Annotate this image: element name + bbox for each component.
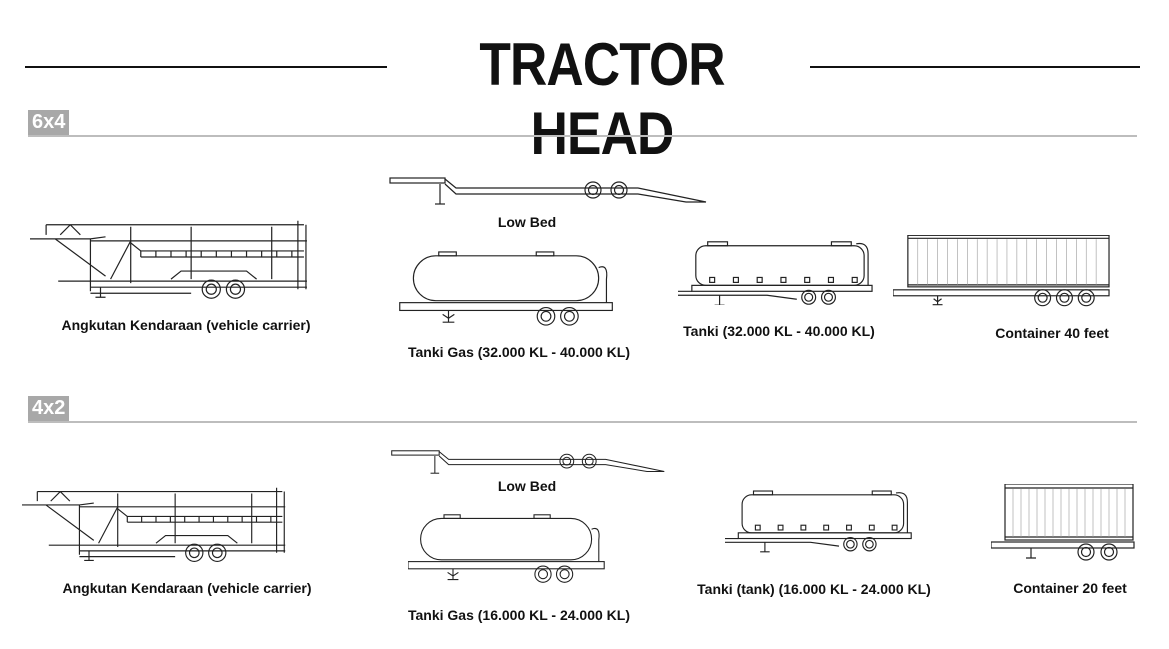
item-label: Tanki Gas (16.000 KL - 24.000 KL)	[407, 607, 631, 623]
item-label: Angkutan Kendaraan (vehicle carrier)	[62, 580, 312, 596]
item-label: Tanki (32.000 KL - 40.000 KL)	[683, 323, 875, 339]
gas-tank-drawing	[398, 250, 616, 328]
item-label: Low Bed	[497, 478, 557, 494]
item-label: Low Bed	[497, 214, 557, 230]
tank-drawing	[678, 239, 876, 305]
section-rule	[28, 421, 1137, 423]
section-badge: 4x2	[28, 396, 70, 421]
item-label: Tanki (tank) (16.000 KL - 24.000 KL)	[697, 581, 931, 597]
low-bed-drawing	[388, 176, 708, 206]
title-rule-right	[810, 66, 1140, 68]
container-40-drawing	[893, 235, 1111, 307]
vehicle-carrier-drawing	[22, 486, 290, 566]
container-20-drawing	[991, 484, 1136, 562]
vehicle-carrier-drawing	[30, 220, 312, 302]
item-label: Container 20 feet	[1013, 580, 1127, 596]
section-rule	[28, 135, 1137, 137]
gas-tank-drawing	[408, 510, 606, 588]
item-label: Container 40 feet	[995, 325, 1109, 341]
tank-drawing	[725, 487, 915, 553]
item-label: Angkutan Kendaraan (vehicle carrier)	[61, 317, 311, 333]
title-rule-left	[25, 66, 387, 68]
section-badge: 6x4	[28, 110, 70, 135]
item-label: Tanki Gas (32.000 KL - 40.000 KL)	[407, 344, 631, 360]
low-bed-drawing	[390, 448, 666, 476]
page-title: TRACTOR HEAD	[479, 31, 725, 167]
